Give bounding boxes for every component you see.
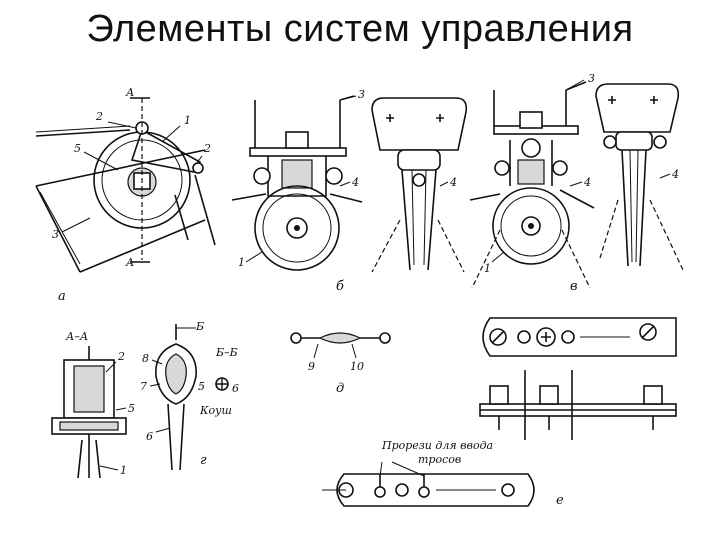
callout-7-g: 7 [140, 380, 147, 393]
panel-label-d: д [336, 381, 344, 396]
panel-d-turnbuckle [290, 332, 391, 359]
section-mark-a-bottom: А [125, 256, 134, 269]
callout-1-b: 1 [238, 256, 245, 269]
panel-b-side-view [371, 97, 468, 273]
callout-1-v: 1 [484, 262, 491, 275]
slide-title: Элементы систем управления [86, 8, 634, 50]
thimble-label: Коуш [199, 404, 232, 417]
callout-3-v: 3 [588, 72, 595, 85]
section-mark-a-top: А [125, 86, 134, 99]
panel-label-g: г [200, 453, 207, 468]
callout-1-aa: 1 [120, 464, 127, 477]
callout-8-g: 8 [142, 352, 149, 365]
slots-note-line1: Прорези для ввода [381, 439, 493, 452]
section-mark-b: Б [195, 320, 204, 333]
panel-v-side-view [595, 83, 685, 273]
callout-5-a: 5 [74, 142, 81, 155]
panel-e-plates [322, 317, 677, 507]
panel-label-v: в [570, 279, 578, 294]
callout-2-aa: 2 [117, 350, 125, 363]
panel-v-hanging-pulley [469, 79, 595, 289]
panel-g-thimble [149, 324, 229, 471]
callout-5-aa: 5 [128, 402, 135, 415]
callout-4-b: 4 [351, 176, 359, 189]
callout-2b-a: 2 [203, 142, 211, 155]
callout-6-g-right: 6 [232, 382, 239, 395]
section-title-b-b: Б–Б [215, 346, 238, 359]
callout-4-v: 4 [583, 176, 591, 189]
callout-3-a: 3 [52, 228, 59, 241]
callout-2-a: 2 [95, 110, 103, 123]
panel-b-hanging-pulley [231, 95, 363, 271]
panel-label-a: а [58, 289, 66, 304]
callout-4-v-side: 4 [671, 168, 679, 181]
panel-a-pulley-assembly [35, 97, 216, 273]
section-a-a-drawing [51, 346, 127, 479]
callout-5-g: 5 [198, 380, 205, 393]
panel-label-b: б [336, 279, 344, 294]
callout-6-g: 6 [146, 430, 153, 443]
callout-3-b: 3 [358, 88, 365, 101]
callout-10-d: 10 [350, 360, 364, 373]
panel-label-e: е [556, 493, 564, 508]
callout-1-a: 1 [184, 114, 191, 127]
slots-note-line2: тросов [418, 453, 461, 466]
callout-4-b-side: 4 [449, 176, 457, 189]
callout-9-d: 9 [308, 360, 315, 373]
section-title-a-a: А–А [65, 330, 88, 343]
